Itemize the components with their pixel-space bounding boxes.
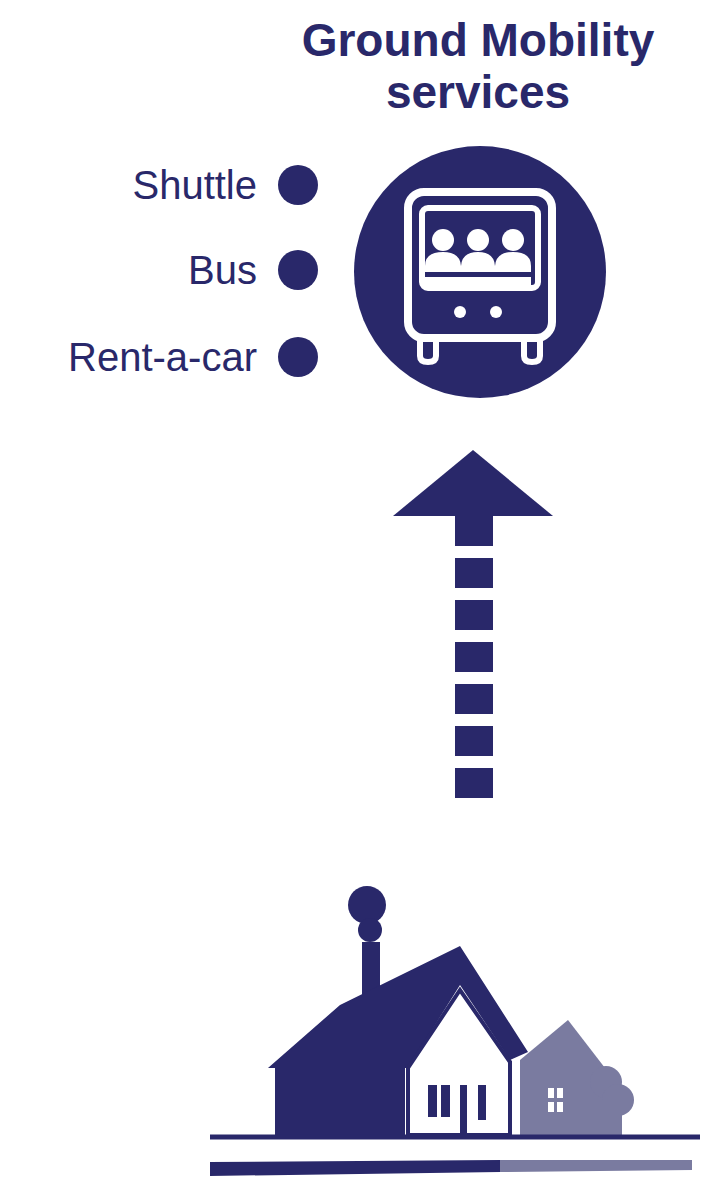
bus-icon: [354, 146, 606, 398]
service-label: Bus: [188, 246, 257, 294]
house-illustration: [210, 886, 700, 1176]
bullet-dot: [278, 250, 318, 290]
title: Ground Mobility services: [236, 14, 720, 118]
dashed-arrow: [393, 450, 553, 800]
bullet-dot: [278, 337, 318, 377]
service-label: Rent-a-car: [68, 333, 257, 381]
bullet-dot: [278, 165, 318, 205]
service-label: Shuttle: [132, 161, 257, 209]
